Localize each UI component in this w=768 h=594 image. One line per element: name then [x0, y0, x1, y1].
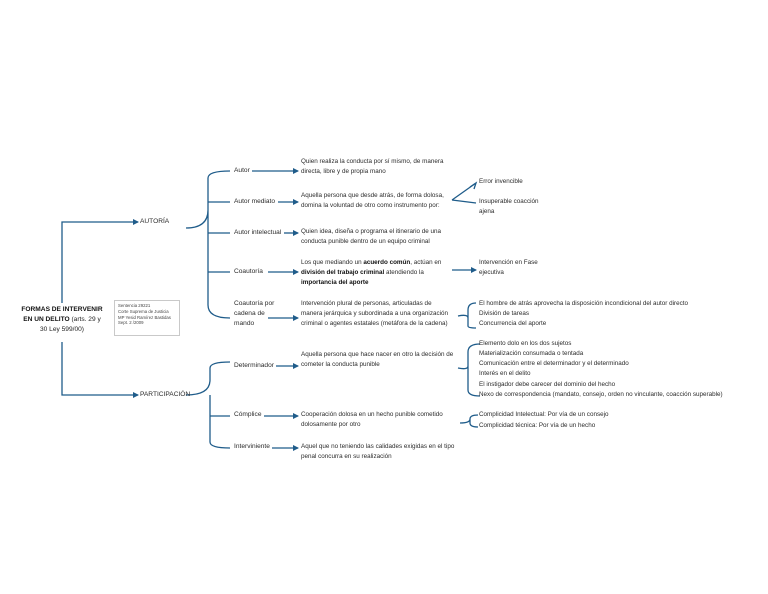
note-line: Corte Suprema de Justicia	[118, 308, 169, 314]
root-node: FORMAS DE INTERVENIR EN UN DELITO (arts.…	[20, 305, 104, 335]
note-line: Sentencia 29221	[118, 303, 151, 308]
autoria-bracket	[185, 170, 231, 319]
complice-bracket	[459, 414, 479, 428]
determinador-bracket	[457, 343, 481, 397]
note-line: Sept. 2 /2009	[118, 320, 144, 326]
participacion-label: PARTICIPACIÓN	[140, 391, 191, 398]
intelectual-desc: Quien idea, diseña o programa el itinera…	[301, 228, 442, 245]
participacion-bracket	[185, 361, 231, 449]
determinador-item: Elemento dolo en los dos sujetos	[479, 340, 572, 347]
cadena-item: El hombre de atrás aprovecha la disposic…	[479, 300, 688, 307]
complice-item: Complicidad técnica: Por vía de un hecho	[479, 422, 596, 429]
cadena-bracket	[457, 302, 477, 329]
coautoria-text: Los que mediando un	[301, 259, 364, 266]
complice-item: Complicidad Intelectual: Por vía de un c…	[479, 411, 609, 418]
interviniente-label: Interviniente	[234, 443, 270, 450]
autor-desc: Quien realiza la conducta por sí mismo, …	[301, 158, 444, 175]
determinador-item: Materialización consumada o tentada	[479, 350, 584, 357]
coautoria-desc: Los que mediando un acuerdo común, actúa…	[301, 258, 451, 288]
root-to-participacion-line	[61, 342, 139, 398]
root-subtitle: (arts. 29 y 30 Ley 599/00)	[40, 316, 101, 333]
source-note: Sentencia 29221 Corte Suprema de Justici…	[114, 300, 180, 336]
coautoria-label: Coautoría	[234, 268, 263, 275]
cadena-label: Coautoría por cadena de mando	[234, 300, 275, 327]
determinador-item: Comunicación entre el determinador y el …	[479, 360, 629, 367]
mediato-item: Error invencible	[479, 178, 523, 185]
autor-label: Autor	[234, 167, 250, 174]
coautoria-bold: división del trabajo criminal	[301, 269, 385, 276]
determinador-item: Interés en el delito	[479, 370, 531, 377]
coautoria-text: , actúan en	[410, 259, 442, 266]
coautoria-text: atendiendo la	[384, 269, 424, 276]
determinador-label: Determinador	[234, 362, 274, 369]
cadena-desc: Intervención plural de personas, articul…	[301, 300, 449, 327]
determinador-desc: Aquella persona que hace nacer en otro l…	[301, 351, 454, 368]
autoria-label: AUTORÍA	[140, 218, 170, 225]
interviniente-desc: Aquel que no teniendo las calidades exig…	[301, 443, 455, 460]
mediato-item: Insuperable coacción ajena	[479, 198, 539, 215]
coautoria-bold: acuerdo común	[363, 259, 411, 266]
intelectual-label: Autor intelectual	[234, 229, 282, 236]
complice-desc: Cooperación dolosa en un hecho punible c…	[301, 411, 443, 428]
determinador-item: El instigador debe carecer del dominio d…	[479, 381, 616, 388]
determinador-item: Nexo de correspondencia (mandato, consej…	[479, 391, 723, 398]
coautoria-bold: importancia del aporte	[301, 279, 369, 286]
root-title: FORMAS DE INTERVENIR EN UN DELITO	[21, 306, 103, 323]
cadena-item: Concurrencia del aporte	[479, 320, 547, 327]
coautoria-result: Intervención en Fase ejecutiva	[479, 259, 538, 276]
complice-label: Cómplice	[234, 411, 262, 418]
mediato-desc: Aquella persona que desde atrás, de form…	[301, 192, 444, 209]
root-to-autoria-line	[61, 219, 139, 303]
cadena-item: División de tareas	[479, 310, 530, 317]
note-line: MP Yesid Ramírez Bastidas	[118, 314, 171, 320]
mediato-label: Autor mediato	[234, 198, 276, 205]
